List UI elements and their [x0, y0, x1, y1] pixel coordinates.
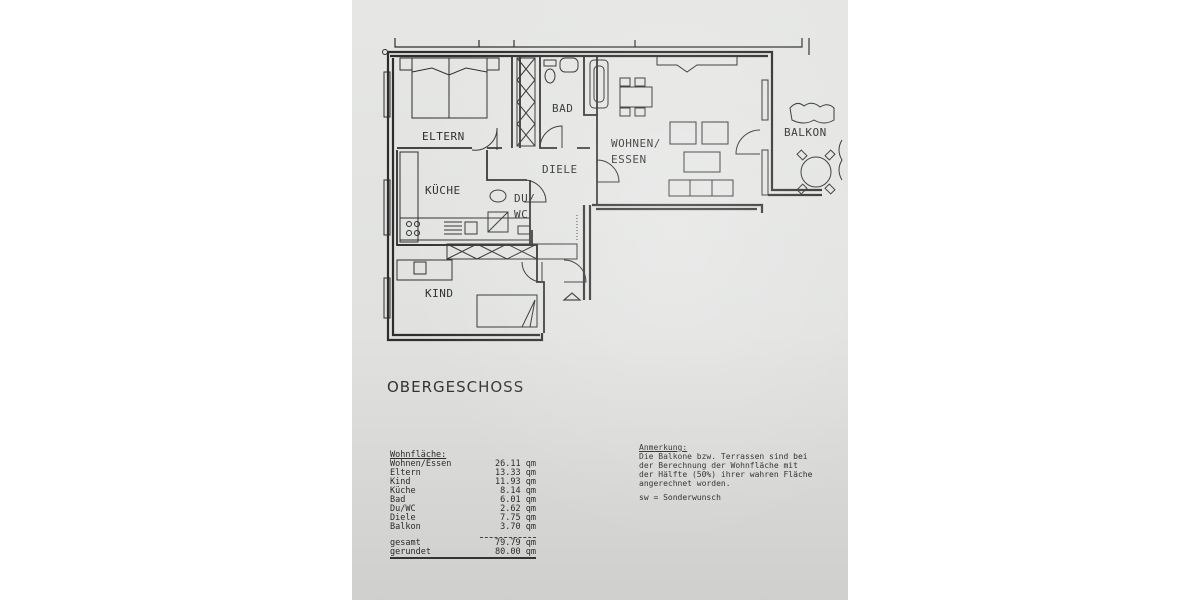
interior-walls — [396, 56, 598, 333]
area-total-label: gesamt — [390, 538, 421, 548]
area-row-name: Bad — [390, 495, 406, 505]
area-row-name: Kind — [390, 477, 411, 487]
room-label-balkon: BALKON — [784, 126, 827, 139]
area-rounded-row: gerundet 80.00 qm — [390, 548, 536, 559]
area-row-value: 26.11 — [495, 459, 521, 469]
note-line: Die Balkone bzw. Terrassen sind bei — [639, 452, 808, 461]
room-label-kueche: KÜCHE — [425, 184, 461, 197]
area-row-name: Eltern — [390, 468, 421, 478]
area-row-value: 11.93 — [495, 477, 521, 487]
area-row-value: 2.62 — [500, 504, 521, 514]
area-unit: qm — [525, 486, 536, 496]
entrance-marker — [562, 292, 582, 301]
area-unit: qm — [525, 547, 536, 557]
door-arcs — [471, 125, 761, 283]
note-line: der Hälfte (50%) ihrer wahren Fläche — [639, 470, 813, 479]
area-row: Diele 7.75 qm — [390, 514, 536, 523]
room-label-duwc-line2: WC — [514, 208, 529, 221]
child-furniture — [396, 259, 538, 328]
floor-plan-drawing — [382, 38, 843, 342]
area-row-name: Wohnen/Essen — [390, 459, 452, 469]
area-row: Eltern 13.33 qm — [390, 469, 536, 478]
area-unit: qm — [525, 495, 536, 505]
floor-title: OBERGESCHOSS — [387, 378, 525, 396]
balcony-furniture — [789, 102, 843, 195]
area-unit: qm — [525, 459, 536, 469]
dimension-line — [394, 38, 810, 55]
bathroom-fixtures — [543, 57, 609, 109]
area-row-value: 6.01 — [500, 495, 521, 505]
sum-divider — [480, 537, 536, 538]
note-line: der Berechnung der Wohnfläche mit — [639, 461, 798, 470]
area-table-header: Wohnfläche: — [390, 450, 447, 460]
area-unit: qm — [525, 513, 536, 523]
area-total-value: 79.79 — [495, 538, 521, 548]
area-row: Du/WC 2.62 qm — [390, 505, 536, 514]
kitchen-fixtures — [399, 151, 531, 243]
area-row: Wohnen/Essen 26.11 qm — [390, 460, 536, 469]
area-row-name: Balkon — [390, 522, 421, 532]
area-row: Kind 11.93 qm — [390, 478, 536, 487]
shower-wc-fixtures — [487, 189, 531, 235]
note-line: angerechnet worden. — [639, 479, 731, 488]
room-label-wohnen-line2: ESSEN — [611, 153, 647, 166]
area-row-value: 8.14 — [500, 486, 521, 496]
area-totals: gesamt 79.79 qm gerundet 80.00 qm — [390, 539, 536, 559]
area-unit: qm — [525, 522, 536, 532]
area-unit: qm — [525, 468, 536, 478]
outer-walls — [386, 50, 822, 342]
area-row-value: 13.33 — [495, 468, 521, 478]
windows — [383, 71, 769, 319]
room-label-duwc-line1: DU/ — [514, 192, 536, 205]
room-label-kind: KIND — [425, 287, 454, 300]
area-row-name: Du/WC — [390, 504, 416, 514]
note-legend: sw = Sonderwunsch — [639, 493, 721, 502]
annotation-note: Anmerkung: Die Balkone bzw. Terrassen si… — [639, 443, 848, 502]
area-rounded-label: gerundet — [390, 547, 431, 557]
area-row-value: 3.70 — [500, 522, 521, 532]
room-label-bad: BAD — [552, 102, 574, 115]
area-row: Küche 8.14 qm — [390, 487, 536, 496]
floor-plan-document: ELTERN BAD DIELE WOHNEN/ ESSEN BALKON KÜ… — [352, 0, 848, 600]
area-unit: qm — [525, 538, 536, 548]
area-unit: qm — [525, 504, 536, 514]
area-rounded-value: 80.00 — [495, 547, 521, 557]
note-header: Anmerkung: — [639, 443, 688, 452]
area-table: Wohnfläche: Wohnen/Essen 26.11 qm Eltern 1… — [390, 451, 536, 559]
area-row-value: 7.75 — [500, 513, 521, 523]
area-row-name: Diele — [390, 513, 416, 523]
double-bed — [399, 57, 500, 119]
living-furniture — [619, 57, 738, 197]
room-label-eltern: ELTERN — [422, 130, 465, 143]
room-label-diele: DIELE — [542, 163, 578, 176]
area-row-name: Küche — [390, 486, 416, 496]
area-row: Bad 6.01 qm — [390, 496, 536, 505]
area-total-row: gesamt 79.79 qm — [390, 539, 536, 548]
area-row: Balkon 3.70 qm — [390, 523, 536, 532]
wardrobe — [446, 57, 578, 260]
area-unit: qm — [525, 477, 536, 487]
room-label-wohnen-line1: WOHNEN/ — [611, 137, 661, 150]
